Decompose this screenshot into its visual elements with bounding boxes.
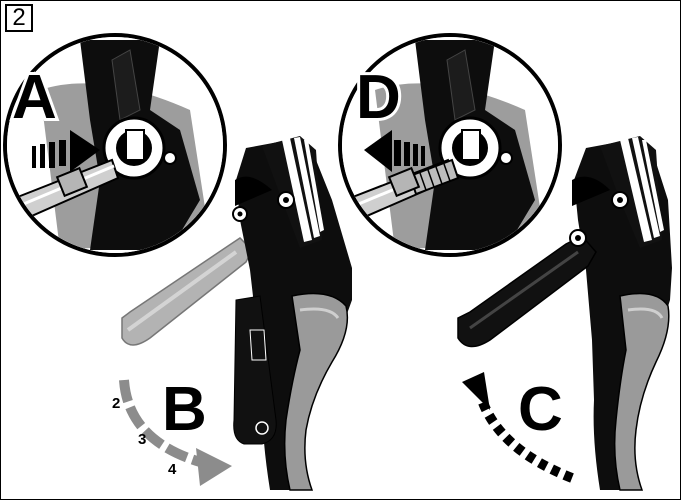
step-2: 2	[112, 395, 120, 412]
step-4: 4	[168, 461, 177, 478]
left-panel: A 2 3 4 B	[5, 35, 352, 490]
label-B: B	[162, 375, 207, 444]
label-A: A	[12, 63, 57, 132]
tool-grip-right	[615, 294, 669, 490]
step-3: 3	[138, 431, 146, 448]
label-C: C	[518, 375, 563, 444]
label-D: D	[356, 63, 401, 132]
right-panel: D C	[340, 35, 672, 490]
